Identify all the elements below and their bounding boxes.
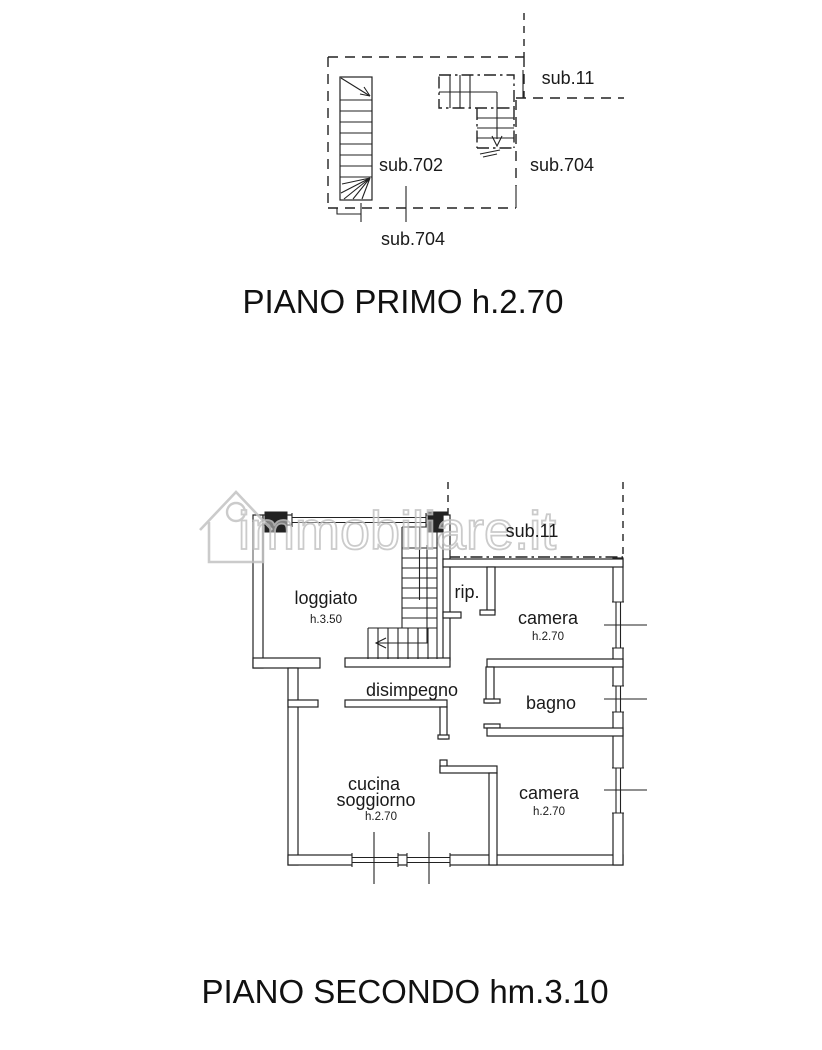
room-label-bagno: bagno xyxy=(526,693,576,713)
floor2-labels: sub.11 loggiato h.3.50 rip. camera h.2.7… xyxy=(294,521,580,823)
wall-segment xyxy=(485,666,495,704)
room-label-camera-1: camera xyxy=(518,608,579,628)
room-label-rip: rip. xyxy=(454,582,479,602)
wall-segment xyxy=(439,706,448,740)
room-height-cucina: h.2.70 xyxy=(365,811,397,823)
window-symbol-camera1 xyxy=(604,601,647,649)
room-label-camera-2: camera xyxy=(519,783,580,803)
room-label-cucina: cucina xyxy=(348,774,401,794)
door-jamb xyxy=(442,611,462,619)
floor1-title: PIANO PRIMO h.2.70 xyxy=(243,283,564,320)
wall-segment xyxy=(488,772,498,866)
floor2-title: PIANO SECONDO hm.3.10 xyxy=(201,973,608,1010)
watermark: immobiliare.it xyxy=(199,490,557,564)
room-label-loggiato: loggiato xyxy=(294,588,357,608)
wall-segment xyxy=(287,667,299,866)
room-label-disimpegno: disimpegno xyxy=(366,680,458,700)
wall-segment xyxy=(486,727,624,737)
floor2-plan xyxy=(252,482,647,884)
floor1-boundary xyxy=(327,13,624,222)
room-label-soggiorno: soggiorno xyxy=(336,790,415,810)
house-icon xyxy=(199,490,273,564)
wall-segment xyxy=(252,657,321,669)
window-symbol-south-1 xyxy=(351,853,399,867)
watermark-text: immobiliare.it xyxy=(238,501,556,561)
wall-segment xyxy=(439,765,498,774)
floor2-walls xyxy=(252,511,647,884)
unit-label-sub11-floor2: sub.11 xyxy=(506,521,559,541)
unit-label-sub702: sub.702 xyxy=(379,155,443,175)
unit-label-sub704-bottom: sub.704 xyxy=(381,229,445,249)
room-height-camera-2: h.2.70 xyxy=(533,806,565,818)
wall-segment xyxy=(486,658,624,668)
unit-label-sub11-floor1: sub.11 xyxy=(542,68,595,88)
wall-segment xyxy=(287,699,319,708)
window-symbol-loggiato xyxy=(291,513,427,527)
wall-segment xyxy=(344,657,451,668)
door-jamb xyxy=(483,698,501,704)
room-height-loggiato: h.3.50 xyxy=(310,614,342,626)
door-jamb xyxy=(437,734,450,740)
unit-label-sub704-right: sub.704 xyxy=(530,155,594,175)
door-jamb xyxy=(479,609,496,616)
floor2-stair-icon xyxy=(367,525,438,659)
window-symbol-camera2 xyxy=(604,767,647,814)
wall-segment xyxy=(442,558,624,568)
room-height-camera-1: h.2.70 xyxy=(532,631,564,643)
floor1-stair-left-icon xyxy=(339,76,373,201)
floor1-stair-right-icon xyxy=(438,74,515,158)
floor1-plan: sub.11 sub.702 sub.704 sub.704 xyxy=(327,13,624,249)
wall-segment xyxy=(486,566,496,613)
wall-segment xyxy=(344,699,448,708)
wall-segment xyxy=(287,854,624,866)
floor2-boundary xyxy=(447,482,624,558)
window-symbol-bagno xyxy=(604,685,647,713)
